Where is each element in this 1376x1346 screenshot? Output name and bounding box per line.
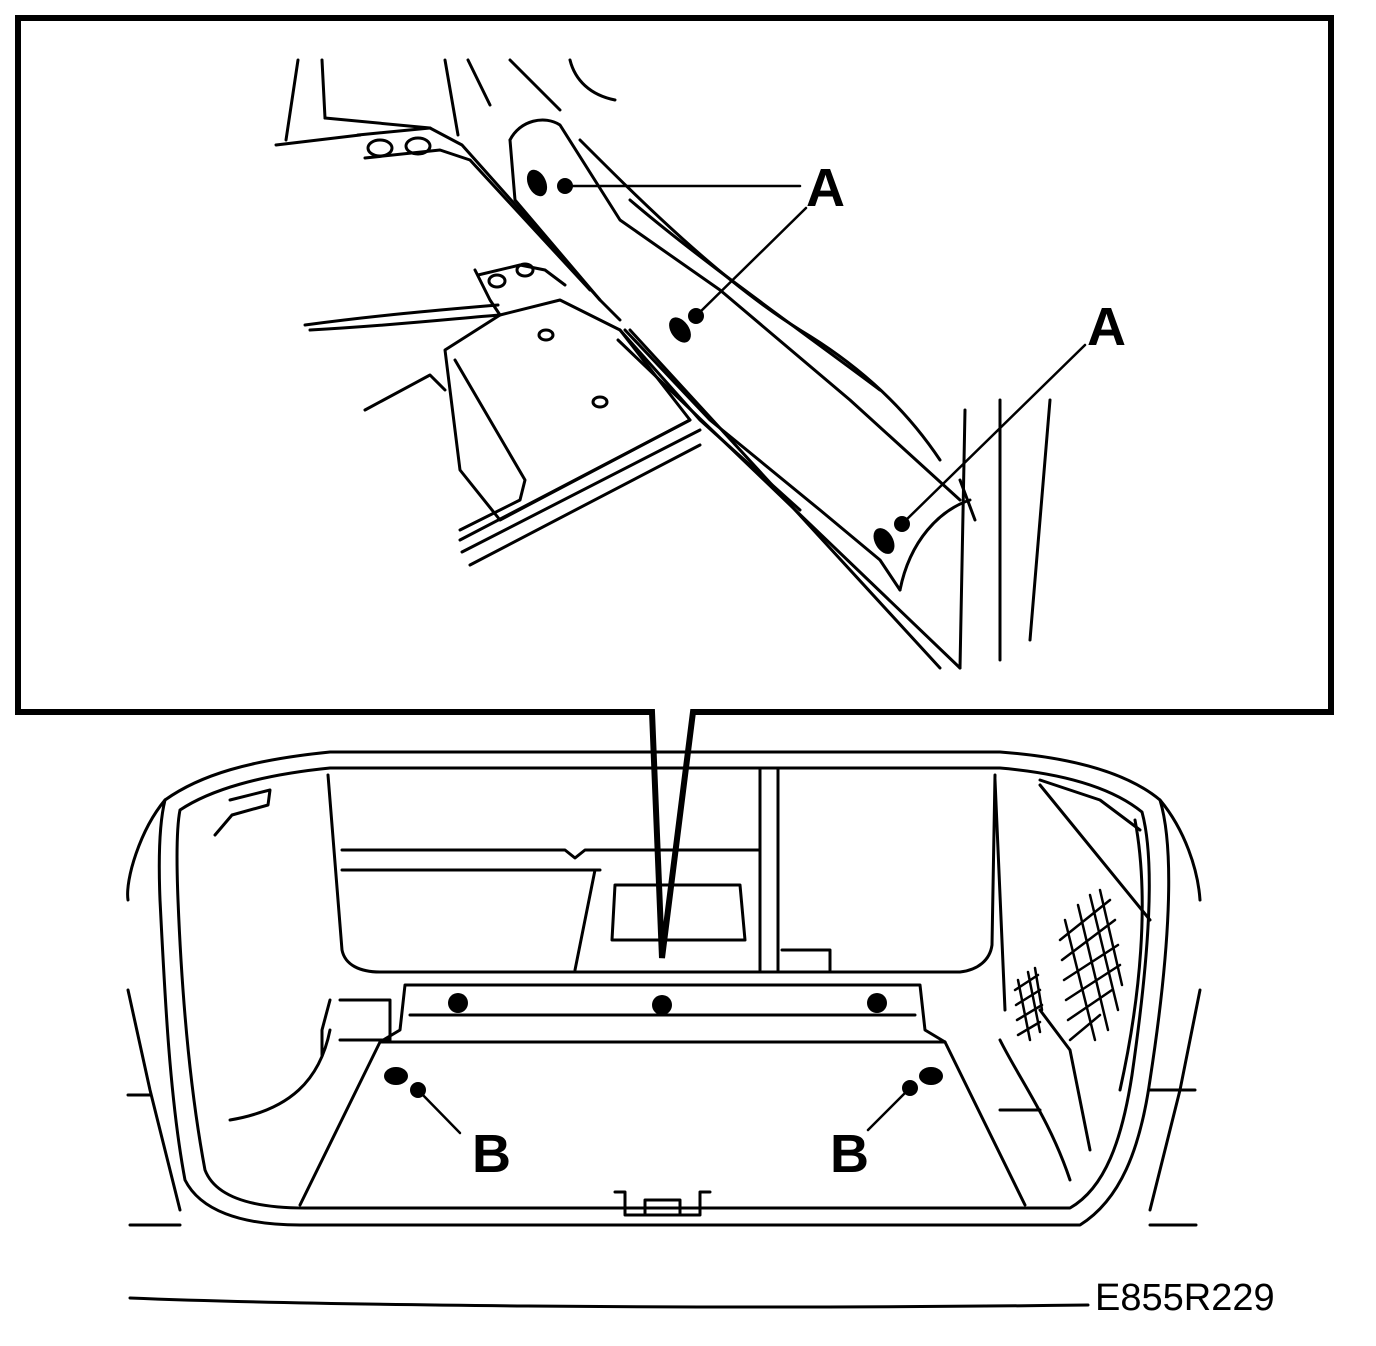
callout-a-upper: A: [806, 158, 845, 218]
cargo-net-right: [1058, 888, 1124, 1042]
fastener-a-3: [873, 528, 895, 554]
leader-a-2: [694, 206, 808, 318]
callout-b-left: B: [472, 1124, 511, 1184]
crossmember-fastener-left: [448, 993, 468, 1013]
callout-a-lower: A: [1087, 297, 1126, 357]
rear-rail: [508, 118, 962, 502]
hinge-bracket: [356, 126, 622, 322]
cargo-net-left: [1013, 966, 1044, 1042]
trunk-opening-outer: [157, 750, 1171, 1227]
reference-code: E855R229: [1095, 1277, 1275, 1319]
callout-b-right: B: [830, 1124, 869, 1184]
leader-a-3: [900, 343, 1087, 526]
detail-inset: A A: [15, 15, 1334, 959]
fastener-b-right: [919, 1067, 943, 1085]
bumper-line: [128, 1296, 1090, 1309]
inset-frame: [15, 15, 1334, 959]
leader-b-left: [416, 1088, 462, 1135]
fastener-b-left: [384, 1067, 408, 1085]
fastener-a-2: [669, 317, 691, 343]
trunk-overview: B B: [126, 750, 1202, 1227]
leader-b-right: [866, 1086, 912, 1132]
crossmember-fastener-center: [652, 995, 672, 1015]
fastener-a-1: [526, 169, 548, 197]
trunk-opening-inner: [175, 766, 1151, 1210]
crossmember-fastener-right: [867, 993, 887, 1013]
floor-panel: [443, 298, 692, 522]
